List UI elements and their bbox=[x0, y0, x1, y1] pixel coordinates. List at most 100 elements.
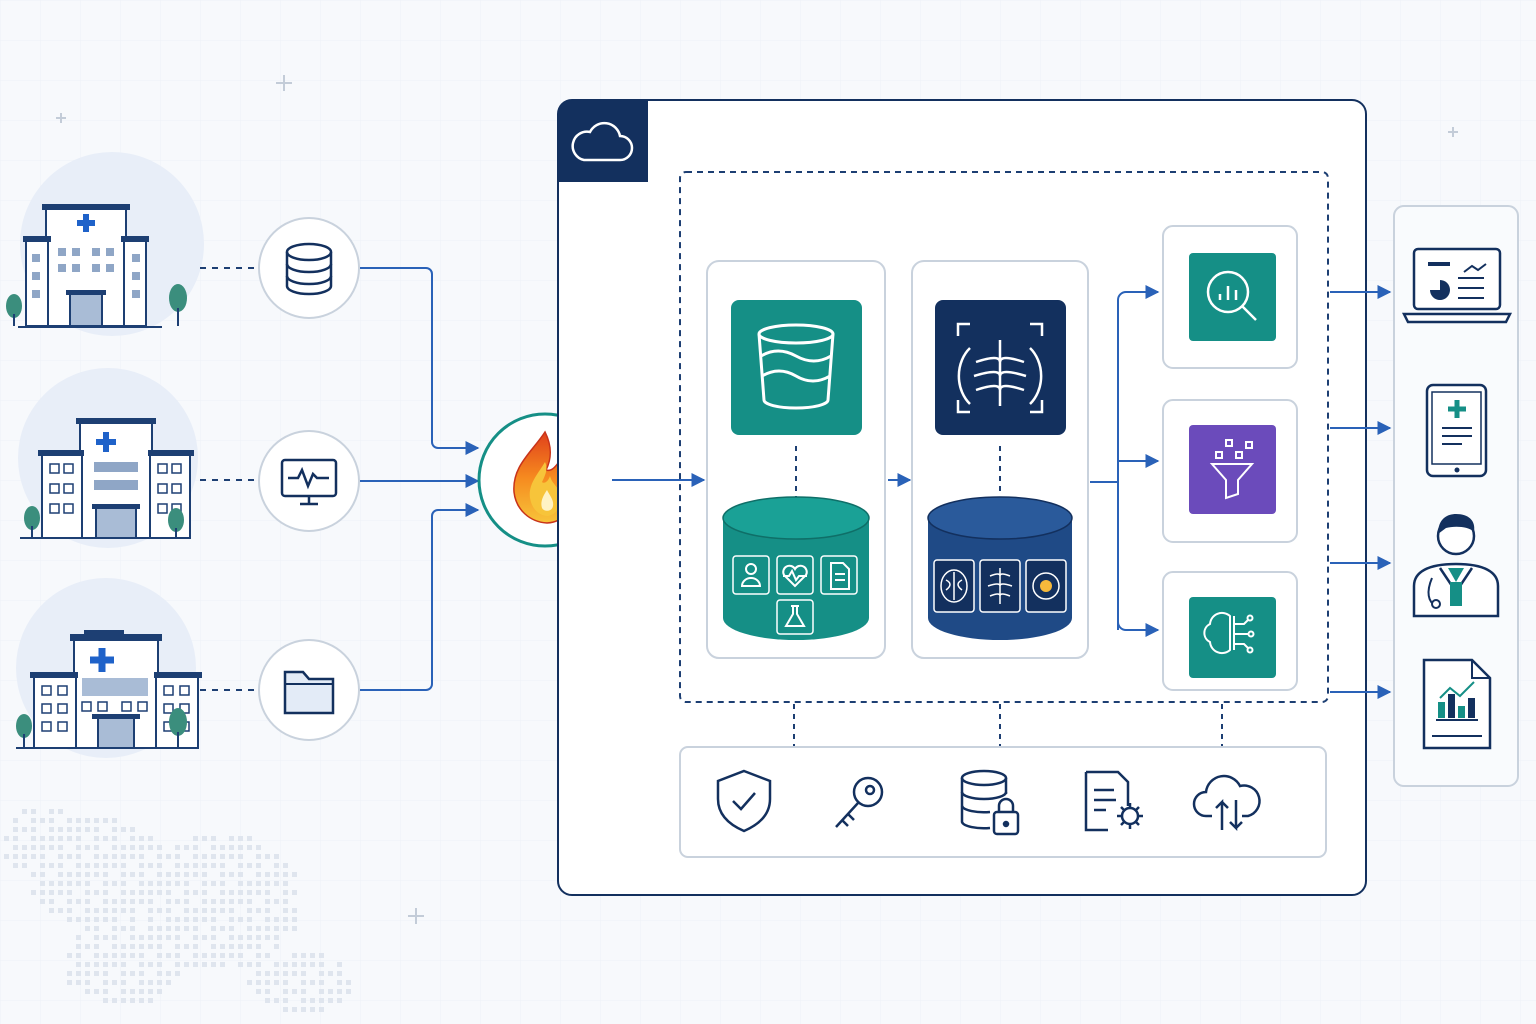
map-dot bbox=[229, 872, 234, 877]
map-dot bbox=[211, 926, 216, 931]
map-dot bbox=[85, 944, 90, 949]
map-dot bbox=[175, 971, 180, 976]
map-dot bbox=[85, 845, 90, 850]
map-dot bbox=[229, 926, 234, 931]
map-dot bbox=[103, 899, 108, 904]
map-dot bbox=[256, 908, 261, 913]
brain-scan-icon bbox=[940, 569, 968, 603]
analytics-stage-ai bbox=[1162, 571, 1298, 691]
map-dot bbox=[337, 998, 342, 1003]
lab-flask-icon bbox=[784, 605, 806, 627]
map-dot bbox=[229, 953, 234, 958]
source-arrows bbox=[360, 267, 480, 691]
map-dot bbox=[229, 836, 234, 841]
map-dot bbox=[175, 935, 180, 940]
map-dot bbox=[13, 854, 18, 859]
map-dot bbox=[220, 854, 225, 859]
map-dot bbox=[94, 863, 99, 868]
map-dot bbox=[139, 989, 144, 994]
map-dot bbox=[103, 890, 108, 895]
map-dot bbox=[292, 953, 297, 958]
report-chart-icon bbox=[1422, 658, 1492, 750]
map-dot bbox=[220, 962, 225, 967]
map-dot bbox=[94, 818, 99, 823]
map-dot bbox=[292, 1007, 297, 1012]
map-dot bbox=[247, 890, 252, 895]
map-dot bbox=[238, 917, 243, 922]
map-dot bbox=[130, 872, 135, 877]
map-dot bbox=[283, 863, 288, 868]
map-dot bbox=[292, 890, 297, 895]
map-dot bbox=[211, 944, 216, 949]
map-dot bbox=[58, 809, 63, 814]
map-dot bbox=[31, 836, 36, 841]
map-dot bbox=[193, 908, 198, 913]
map-dot bbox=[76, 854, 81, 859]
map-dot bbox=[238, 899, 243, 904]
map-dot bbox=[301, 962, 306, 967]
map-dot bbox=[220, 899, 225, 904]
map-dot bbox=[22, 809, 27, 814]
map-dot bbox=[193, 863, 198, 868]
map-dot bbox=[85, 899, 90, 904]
map-dot bbox=[175, 926, 180, 931]
map-dot bbox=[85, 989, 90, 994]
map-dot bbox=[112, 926, 117, 931]
map-dot bbox=[292, 917, 297, 922]
map-dot bbox=[67, 917, 72, 922]
map-dot bbox=[67, 971, 72, 976]
map-dot bbox=[346, 980, 351, 985]
map-dot bbox=[157, 881, 162, 886]
map-dot bbox=[256, 854, 261, 859]
map-dot bbox=[130, 971, 135, 976]
analytics-stage-filter bbox=[1162, 399, 1298, 543]
map-dot bbox=[103, 854, 108, 859]
map-dot bbox=[130, 926, 135, 931]
map-dot bbox=[112, 953, 117, 958]
map-dot bbox=[139, 998, 144, 1003]
map-dot bbox=[193, 836, 198, 841]
map-dot bbox=[157, 953, 162, 958]
map-dot bbox=[211, 917, 216, 922]
map-dot bbox=[274, 962, 279, 967]
map-dot bbox=[4, 854, 9, 859]
map-dot bbox=[76, 899, 81, 904]
map-dot bbox=[256, 890, 261, 895]
map-dot bbox=[139, 854, 144, 859]
map-dot bbox=[247, 845, 252, 850]
map-dot bbox=[112, 998, 117, 1003]
map-dot bbox=[166, 980, 171, 985]
map-dot bbox=[220, 872, 225, 877]
map-dot bbox=[121, 962, 126, 967]
map-dot bbox=[85, 818, 90, 823]
map-dot bbox=[76, 953, 81, 958]
folder-icon bbox=[283, 670, 335, 715]
map-dot bbox=[130, 836, 135, 841]
map-dot bbox=[265, 908, 270, 913]
map-dot bbox=[247, 908, 252, 913]
map-dot bbox=[238, 863, 243, 868]
map-dot bbox=[31, 827, 36, 832]
map-dot bbox=[301, 980, 306, 985]
map-dot bbox=[220, 845, 225, 850]
map-dot bbox=[22, 863, 27, 868]
map-dot bbox=[40, 845, 45, 850]
map-dot bbox=[148, 962, 153, 967]
map-dot bbox=[139, 944, 144, 949]
map-dot bbox=[247, 962, 252, 967]
map-dot bbox=[58, 881, 63, 886]
map-dot bbox=[148, 989, 153, 994]
map-dot bbox=[175, 863, 180, 868]
map-dot bbox=[193, 953, 198, 958]
map-dot bbox=[211, 881, 216, 886]
map-dot bbox=[130, 917, 135, 922]
map-dot bbox=[112, 827, 117, 832]
map-dot bbox=[148, 890, 153, 895]
map-dot bbox=[85, 890, 90, 895]
map-dot bbox=[58, 827, 63, 832]
map-dot bbox=[301, 953, 306, 958]
map-dot bbox=[184, 890, 189, 895]
map-dot bbox=[238, 935, 243, 940]
map-dot bbox=[238, 953, 243, 958]
